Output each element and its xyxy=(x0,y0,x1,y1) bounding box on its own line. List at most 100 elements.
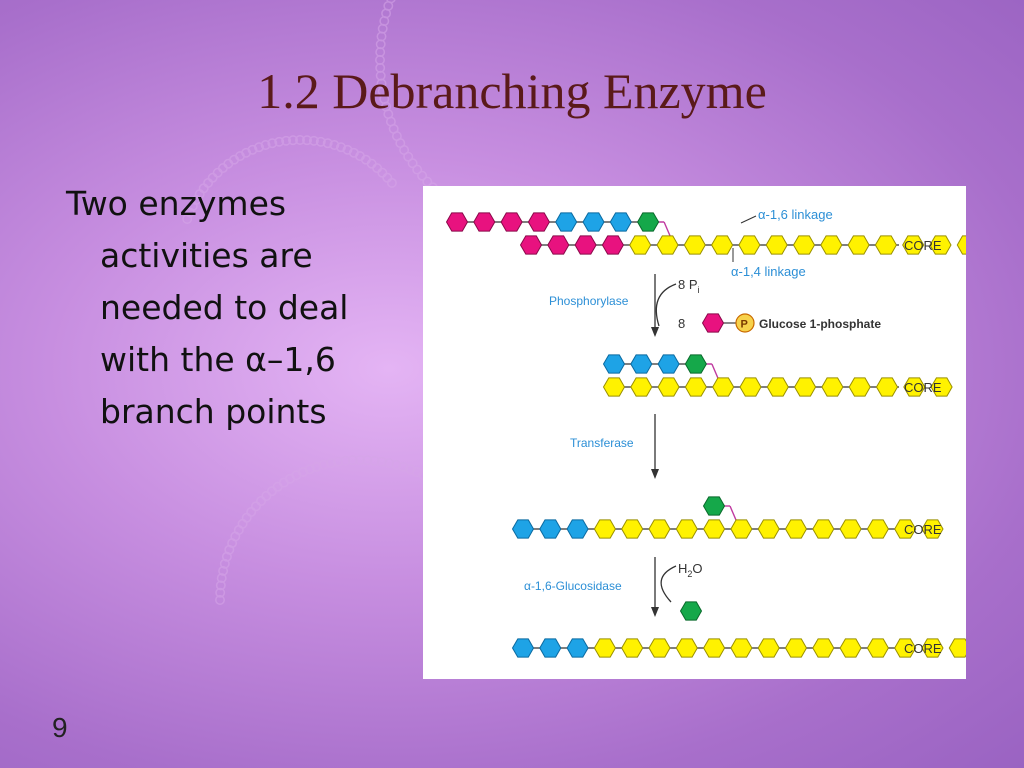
decor-bead xyxy=(254,142,264,153)
h2o-o: O xyxy=(692,561,702,576)
glucose-residue-yellow xyxy=(629,235,652,255)
glucose-residue-yellow xyxy=(683,235,706,255)
glucose-residue-magenta xyxy=(574,235,597,255)
glucose-residue-yellow xyxy=(703,638,726,658)
decor-bead xyxy=(281,135,292,146)
decor-bead xyxy=(295,135,305,145)
glucose-residue-yellow xyxy=(675,638,698,658)
glucose-residue-yellow xyxy=(902,235,925,255)
decor-bead xyxy=(386,177,397,188)
core-label-4: CORE xyxy=(904,641,942,656)
decor-bead xyxy=(278,477,289,488)
glucose-residue-yellow xyxy=(602,377,626,397)
decor-bead xyxy=(311,461,322,472)
glucose-residue-yellow xyxy=(711,235,734,255)
glucose-residue-yellow xyxy=(784,519,808,539)
decor-bead xyxy=(256,496,266,506)
glucose-residue-yellow xyxy=(765,235,788,255)
phosphate-icon xyxy=(735,313,755,333)
glucose-1-phosphate-label: Glucose 1-phosphate xyxy=(759,317,881,331)
decor-bead xyxy=(207,172,218,183)
glucose-residue-yellow xyxy=(784,638,808,658)
body-line-1: Two enzymes xyxy=(66,184,287,223)
decor-bead xyxy=(308,135,319,146)
decor-bead xyxy=(329,140,340,150)
glucose-residue-yellow xyxy=(821,377,844,397)
glucose-residue-yellow xyxy=(812,519,835,539)
decor-bead xyxy=(261,491,272,501)
glucose-residue-yellow xyxy=(712,377,735,397)
decor-bead xyxy=(237,518,248,529)
glucose-residue-magenta xyxy=(601,235,624,255)
decor-bead xyxy=(212,167,223,178)
phosphorylase-arrowhead xyxy=(651,327,659,337)
core-label-1: CORE xyxy=(904,238,942,253)
glucose-residue-yellow xyxy=(929,235,952,255)
decor-bead xyxy=(322,138,333,149)
decor-bead xyxy=(215,587,226,598)
decor-bead xyxy=(302,135,312,146)
glucose-residue-green xyxy=(702,496,726,516)
body-line-5: branch points xyxy=(100,392,327,431)
decor-bead xyxy=(218,565,229,576)
glucose-residue-yellow xyxy=(948,638,966,658)
glucose-residue-yellow xyxy=(839,519,862,539)
glucosidase-arrowhead xyxy=(651,607,659,617)
glucose-residue-yellow xyxy=(792,235,816,255)
glucose-residue-yellow xyxy=(894,638,917,658)
glucose-residue-yellow xyxy=(820,235,843,255)
decor-bead xyxy=(362,455,373,466)
glucose-residue-yellow xyxy=(621,638,644,658)
body-text: Two enzymes activities are needed to dea… xyxy=(66,178,406,438)
glucose-residue-green xyxy=(684,354,707,374)
decor-bead xyxy=(384,458,395,469)
glucose-residue-yellow xyxy=(703,519,726,539)
decor-bead xyxy=(318,459,329,470)
glucose-residue-yellow xyxy=(921,519,944,539)
debranching-diagram: α-1,6 linkage α-1,4 linkage CORE CORE CO… xyxy=(445,207,966,658)
decor-bead xyxy=(219,558,230,569)
alpha16-bond-down-initial xyxy=(663,221,671,237)
decor-bead xyxy=(215,580,226,591)
glucosidase-curve xyxy=(660,565,677,603)
decor-bead xyxy=(267,138,278,149)
glucose-residue-yellow xyxy=(593,638,616,658)
glucose-residue-yellow xyxy=(839,638,862,658)
glucose-residue-yellow xyxy=(621,519,644,539)
glucose-residue-blue xyxy=(630,354,653,374)
glucose-residue-yellow xyxy=(875,377,899,397)
reaction-arrows xyxy=(654,274,677,614)
decor-bead xyxy=(315,136,326,147)
decor-bead xyxy=(412,164,423,175)
decor-bead xyxy=(347,455,358,466)
core-label-2: CORE xyxy=(904,380,942,395)
glucose-residue-blue xyxy=(566,638,589,658)
phosphate-letter: P xyxy=(741,319,748,331)
decor-bead xyxy=(260,140,271,150)
glucose-residue-yellow xyxy=(794,377,817,397)
decor-bead xyxy=(391,459,402,470)
released-glucose-residue xyxy=(679,601,703,621)
decor-bead xyxy=(398,461,409,472)
decor-bead xyxy=(272,481,283,492)
glucose-residue-yellow xyxy=(657,377,680,397)
glucose-residue-magenta xyxy=(445,212,469,232)
transferase-label: Transferase xyxy=(570,436,634,450)
phosphorylase-label: Phosphorylase xyxy=(549,294,629,308)
decor-bead xyxy=(246,506,257,517)
glucose-residue-blue xyxy=(511,638,535,658)
phosphorylase-curve xyxy=(655,283,677,327)
glucose-residue-magenta xyxy=(473,212,496,232)
decor-bead xyxy=(215,595,225,605)
glucose-residue-blue xyxy=(657,354,680,374)
decor-bead xyxy=(369,455,380,466)
glucose-count-label: 8 xyxy=(678,316,685,331)
decor-bead xyxy=(266,486,277,497)
slide-number: 9 xyxy=(52,712,68,743)
glucose-residue-yellow xyxy=(648,519,671,539)
arrowheads xyxy=(651,327,659,617)
glucose-residue-yellow xyxy=(684,377,707,397)
glucose-residue-yellow xyxy=(847,235,870,255)
decor-bead xyxy=(241,512,252,523)
